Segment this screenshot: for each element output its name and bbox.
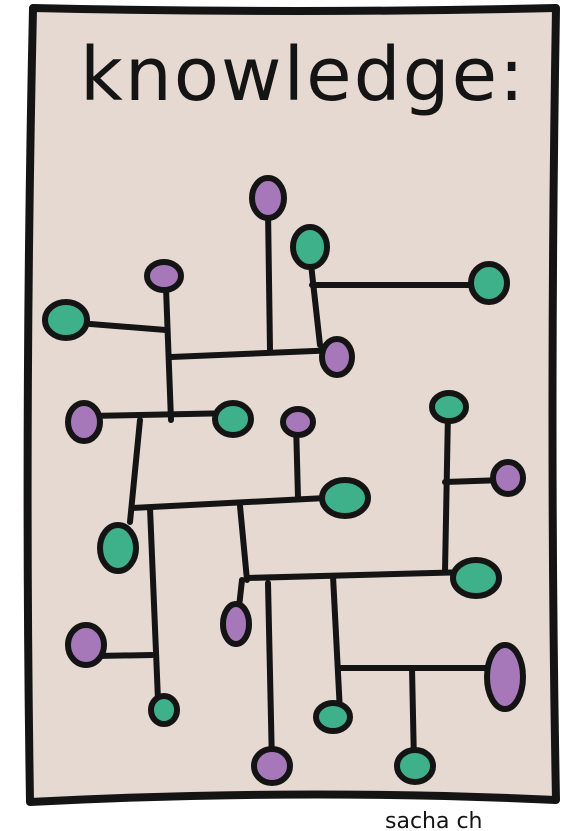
node-purple xyxy=(283,409,313,435)
node-purple xyxy=(493,462,523,494)
node-purple xyxy=(223,604,249,644)
node-green xyxy=(151,696,177,724)
node-green xyxy=(100,525,136,571)
node-purple xyxy=(487,645,523,709)
node-green xyxy=(453,560,499,596)
node-green xyxy=(316,703,350,731)
node-green xyxy=(45,302,87,338)
title: knowledge: xyxy=(80,32,526,118)
node-green xyxy=(293,227,327,267)
paper-sheet xyxy=(28,8,556,802)
node-purple xyxy=(68,625,104,665)
node-green xyxy=(215,403,251,435)
node-green xyxy=(471,264,507,302)
node-green xyxy=(397,750,433,782)
node-purple xyxy=(254,749,290,783)
node-purple xyxy=(322,339,352,375)
node-purple xyxy=(68,403,100,441)
node-green xyxy=(322,480,368,516)
node-purple xyxy=(147,262,181,290)
signature: sacha ch xyxy=(385,809,483,831)
node-purple xyxy=(252,178,284,218)
node-green xyxy=(432,393,466,421)
